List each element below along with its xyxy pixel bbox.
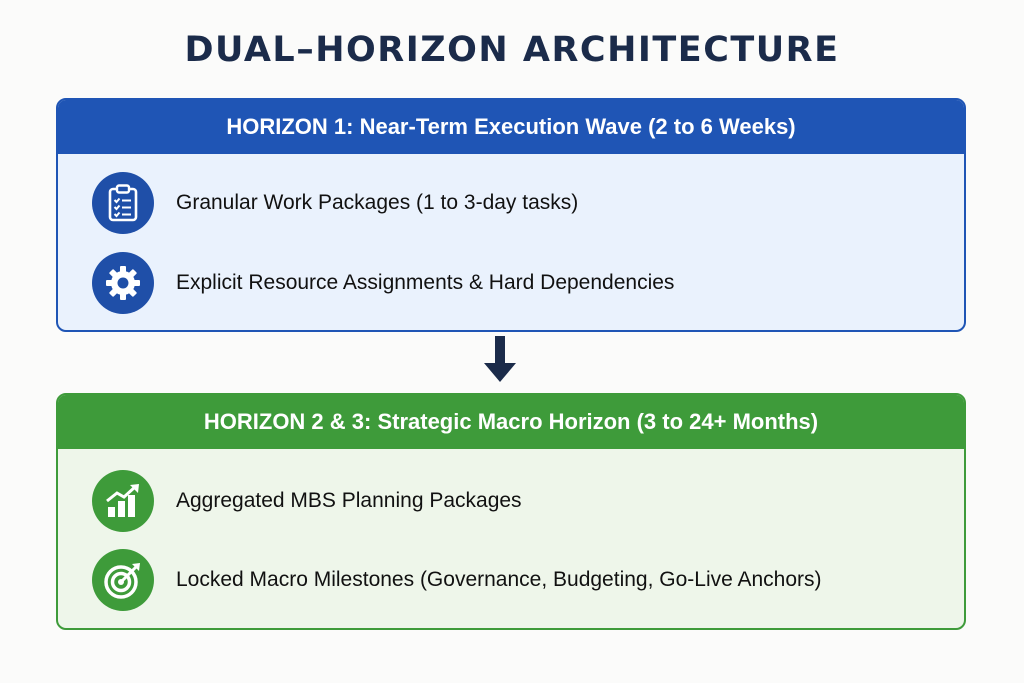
- horizon-1-header: HORIZON 1: Near-Term Execution Wave (2 t…: [58, 100, 964, 154]
- down-arrow-icon: [484, 336, 516, 382]
- clipboard-checklist-icon: [92, 172, 154, 234]
- horizon-2-item-label: Locked Macro Milestones (Governance, Bud…: [176, 568, 822, 591]
- horizon-1-panel: HORIZON 1: Near-Term Execution Wave (2 t…: [56, 98, 966, 332]
- horizon-2-panel: HORIZON 2 & 3: Strategic Macro Horizon (…: [56, 393, 966, 630]
- horizon-2-item-label: Aggregated MBS Planning Packages: [176, 489, 522, 512]
- horizon-2-item: Locked Macro Milestones (Governance, Bud…: [92, 549, 822, 611]
- horizon-1-item: Granular Work Packages (1 to 3-day tasks…: [92, 172, 578, 234]
- horizon-1-item-label: Explicit Resource Assignments & Hard Dep…: [176, 271, 675, 294]
- target-icon: [92, 549, 154, 611]
- page-title: DUAL–HORIZON ARCHITECTURE: [184, 30, 840, 70]
- horizon-1-item-label: Granular Work Packages (1 to 3-day tasks…: [176, 191, 579, 214]
- gear-icon: [92, 252, 154, 314]
- horizon-2-header: HORIZON 2 & 3: Strategic Macro Horizon (…: [58, 395, 964, 449]
- horizon-1-item: Explicit Resource Assignments & Hard Dep…: [92, 252, 674, 314]
- bar-chart-growth-icon: [92, 470, 154, 532]
- horizon-2-item: Aggregated MBS Planning Packages: [92, 470, 522, 532]
